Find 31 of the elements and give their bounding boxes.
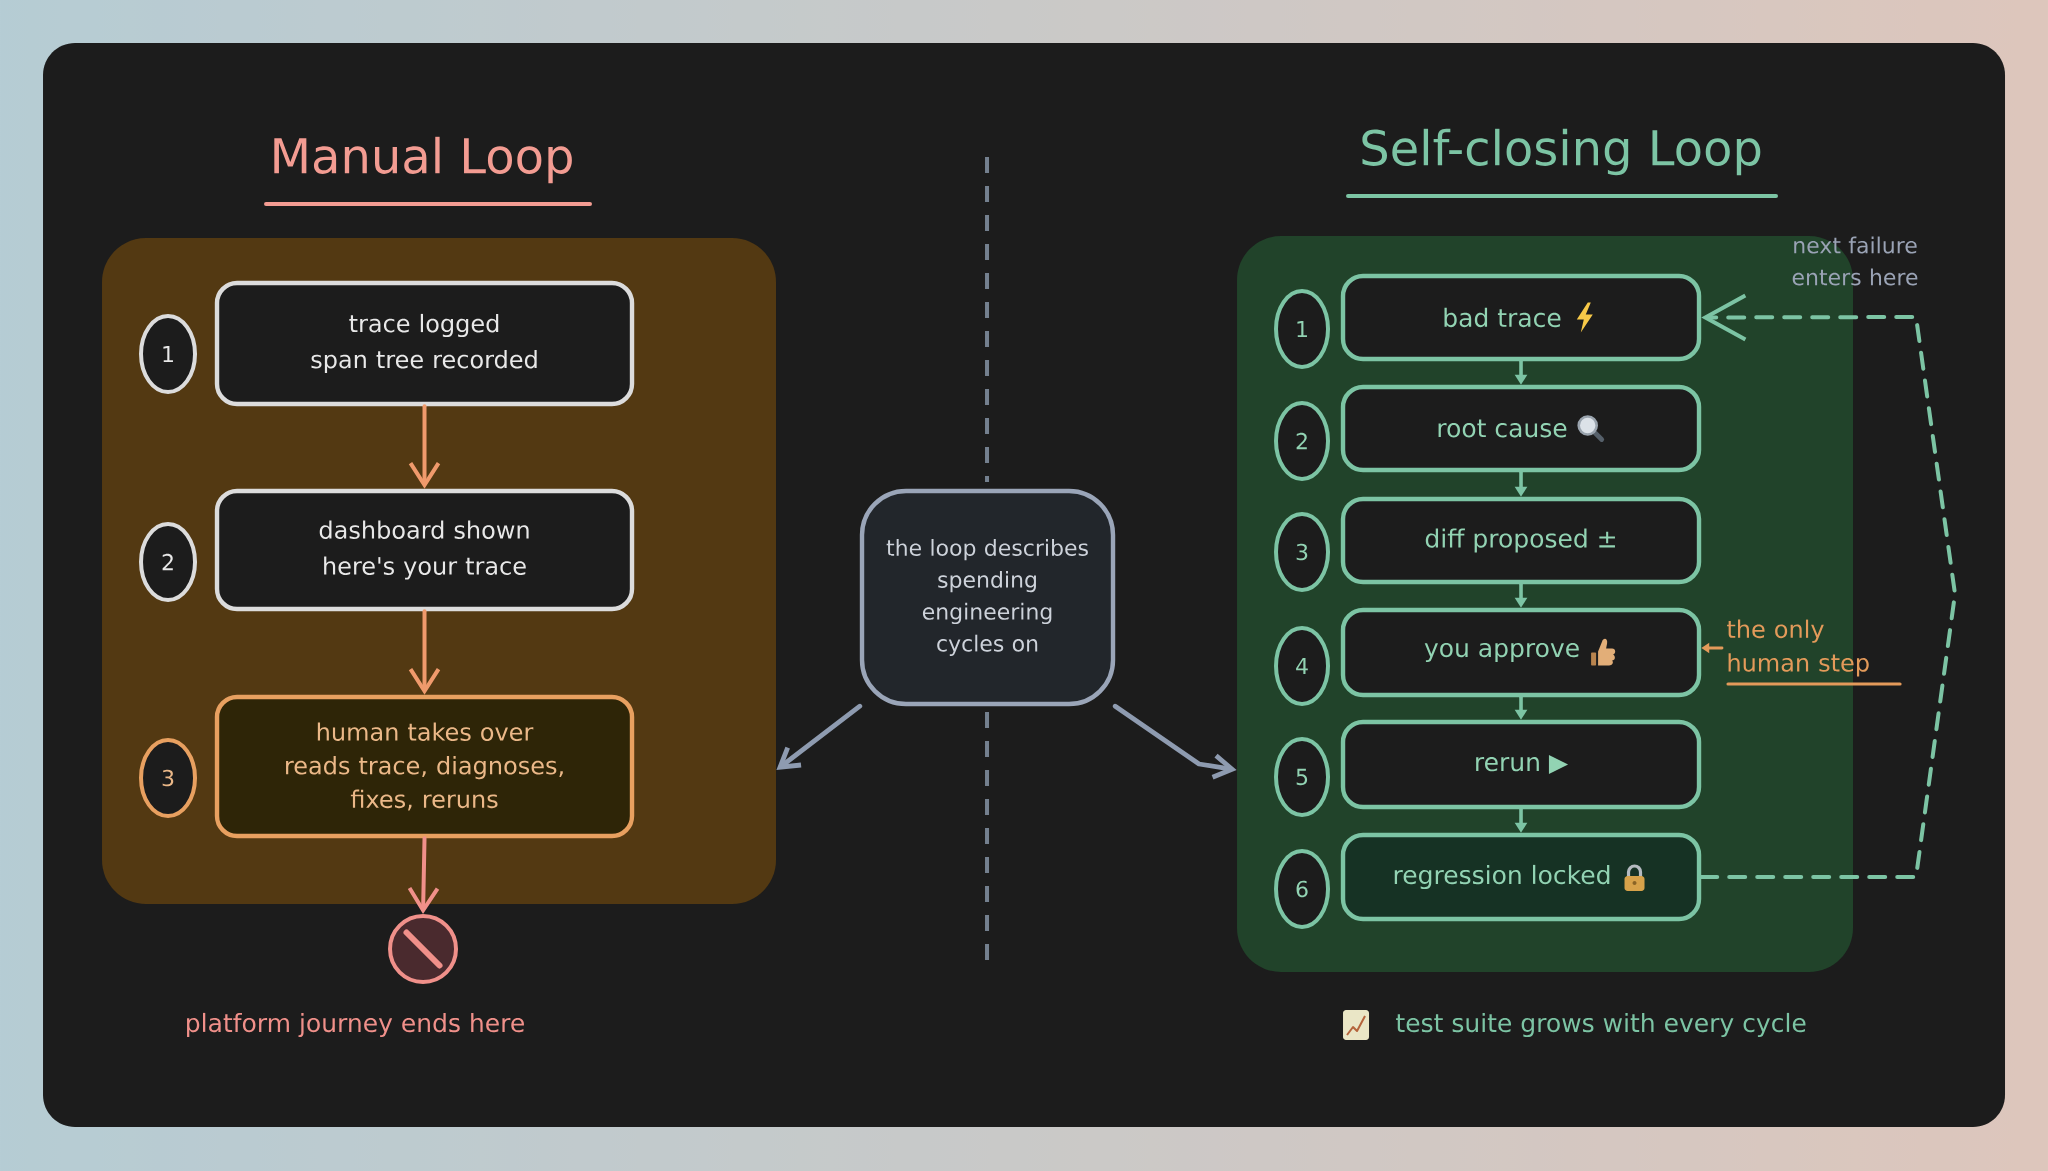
step-box: rerun ▶ [1340, 719, 1702, 810]
step-box: trace logged span tree recorded [214, 280, 635, 407]
step-box: dashboard shown here's your trace [214, 488, 635, 612]
step-box: bad trace [1340, 273, 1702, 362]
step-number: 5 [1274, 737, 1330, 817]
arrow [1112, 703, 1237, 780]
arrow [408, 609, 441, 695]
step-number: 2 [1274, 401, 1330, 481]
step-box: diff proposed ± [1340, 496, 1702, 585]
step-number: 2 [139, 522, 197, 602]
node-label: platform journey ends here [187, 1012, 524, 1038]
annotation: the only human step [1727, 619, 1869, 677]
step-number: 6 [1274, 849, 1330, 929]
callout-box: the loop describes spending engineering cycles on [859, 488, 1116, 707]
step-box: regression locked [1340, 832, 1702, 922]
arrow [408, 404, 441, 489]
step-number: 1 [139, 314, 197, 394]
step-box: human takes over reads trace, diagnoses, fixes, reruns [214, 694, 635, 839]
arrow [776, 703, 863, 770]
dashed-arrow [1699, 293, 1957, 879]
heading: Self-closing Loop [1362, 128, 1761, 176]
node-label: test suite grows with every cycle [1396, 1012, 1806, 1038]
step-box: root cause [1340, 384, 1702, 473]
heading: Manual Loop [274, 136, 572, 184]
step-number: 4 [1274, 626, 1330, 706]
step-number: 3 [139, 738, 197, 818]
step-box: you approve [1340, 607, 1702, 698]
step-number: 3 [1274, 512, 1330, 592]
step-number: 1 [1274, 289, 1330, 369]
arrow [407, 836, 440, 914]
edge-label: next failure enters here [1792, 236, 1918, 286]
